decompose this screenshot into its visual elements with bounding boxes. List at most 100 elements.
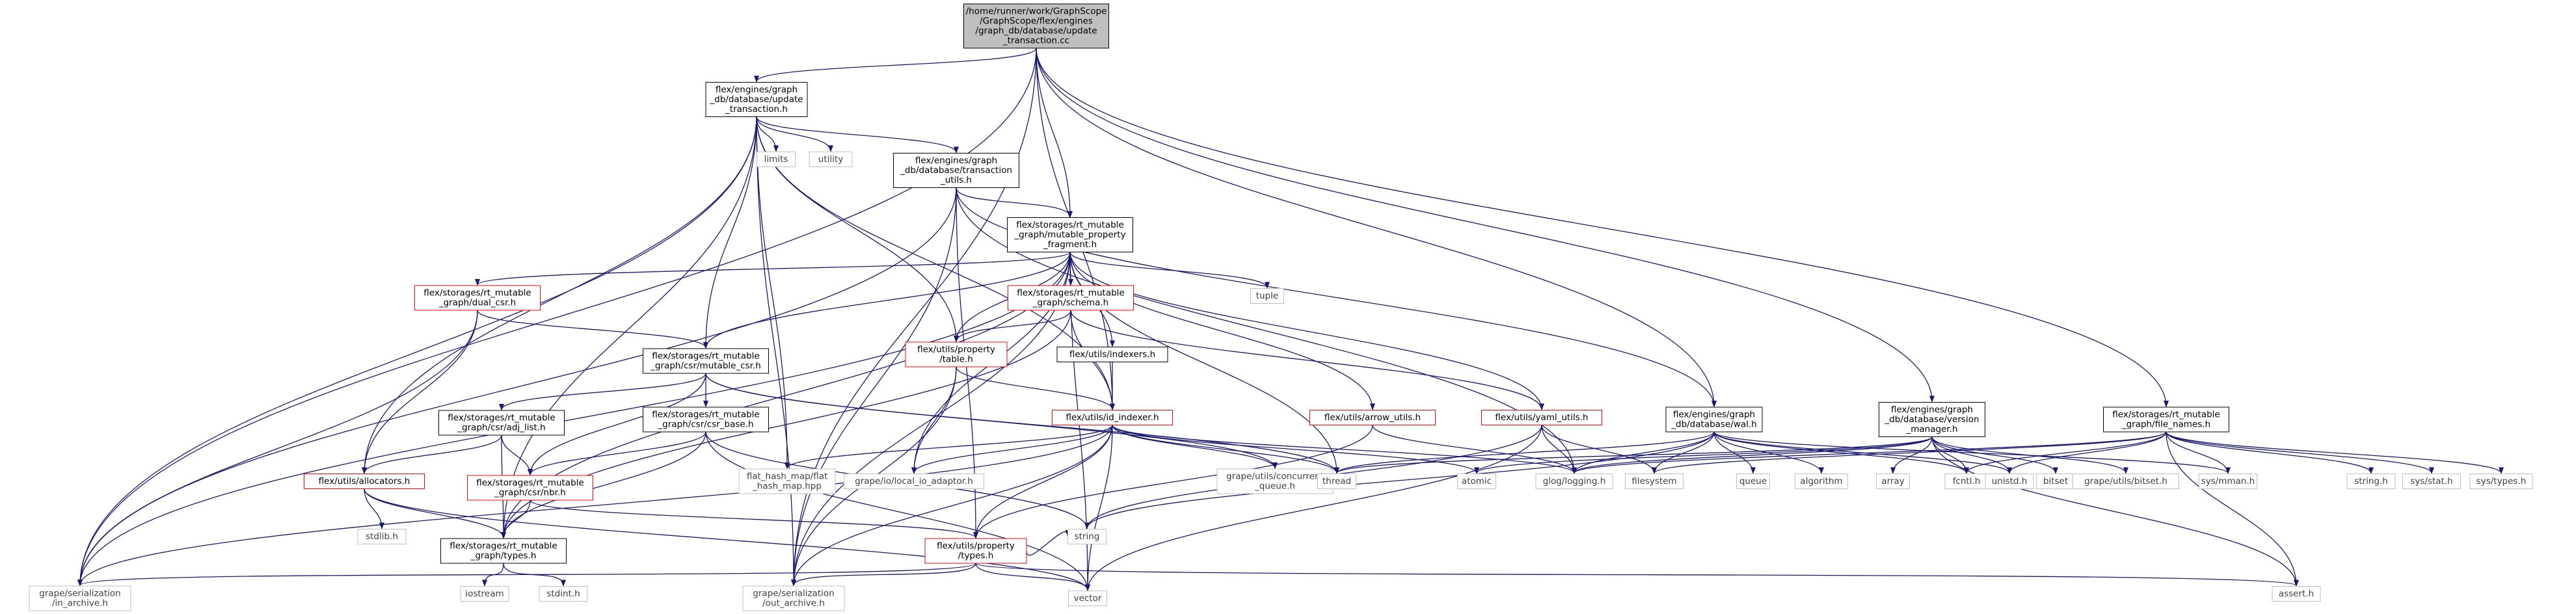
edge-version_mgr-to-atomic xyxy=(1477,436,1933,474)
edge-nbr-to-rt_types xyxy=(503,500,531,538)
node-box-arrow_utils xyxy=(1309,410,1436,425)
node-root[interactable]: /home/runner/work/GraphScope/GraphScope/… xyxy=(963,3,1109,49)
edge-version_mgr-to-bitset xyxy=(1931,436,2056,474)
node-arrow_utils[interactable]: flex/utils/arrow_utils.h xyxy=(1309,410,1436,425)
node-label-mman-line-0: sys/mman.h xyxy=(2201,476,2255,487)
node-version_mgr[interactable]: flex/engines/graph_db/database/version_m… xyxy=(1879,402,1985,437)
node-box-thread xyxy=(1317,474,1356,489)
node-mutable_csr[interactable]: flex/storages/rt_mutable_graph/csr/mutab… xyxy=(643,348,769,374)
node-label-stdint-line-0: stdint.h xyxy=(546,589,580,599)
edge-mpf-to-arrow_utils xyxy=(1069,252,1373,410)
node-label-sys_types-line-0: sys/types.h xyxy=(2476,476,2527,487)
edge-mpf-to-mutable_csr xyxy=(706,252,1071,349)
node-label-schema-line-1: _graph/schema.h xyxy=(1032,298,1108,308)
edge-arrow_utils-to-glog xyxy=(1372,425,1574,474)
node-label-id_indexer-line-0: flex/utils/id_indexer.h xyxy=(1066,412,1159,423)
edge-file_names-to-filesystem xyxy=(1654,431,2167,474)
edge-file_names-to-string_h xyxy=(2166,431,2371,474)
edge-id_indexer-to-in_archive xyxy=(80,425,1113,586)
edge-id_indexer-to-flat_hash_map xyxy=(787,425,1113,469)
node-label-root-line-3: _transaction.cc xyxy=(1002,36,1069,46)
edge-file_names-to-fcntl xyxy=(1966,431,2167,474)
node-update_txn_h[interactable]: flex/engines/graph_db/database/update_tr… xyxy=(705,82,808,117)
node-atomic: atomic xyxy=(1457,474,1496,489)
edge-schema-to-yaml_utils xyxy=(1070,310,1542,410)
node-wal[interactable]: flex/engines/graph_db/database/wal.h xyxy=(1665,407,1763,433)
node-adj_list[interactable]: flex/storages/rt_mutable_graph/csr/adj_l… xyxy=(438,410,565,436)
node-out_archive: grape/serialization/out_archive.h xyxy=(742,585,845,611)
node-label-mpf-line-2: _fragment.h xyxy=(1043,239,1097,250)
edge-root-to-version_mgr xyxy=(1036,47,1932,402)
edge-mpf-to-yaml_utils xyxy=(1069,252,1542,410)
edge-csr_base-to-vector xyxy=(705,431,1088,591)
node-box-vector xyxy=(1068,591,1107,606)
node-label-thread-line-0: thread xyxy=(1322,476,1351,487)
node-rt_types[interactable]: flex/storages/rt_mutable_graph/types.h xyxy=(440,538,567,564)
node-box-dual_csr xyxy=(414,285,541,311)
node-box-out_archive xyxy=(742,585,845,611)
node-yaml_utils[interactable]: flex/utils/yaml_utils.h xyxy=(1481,410,1602,425)
node-nbr[interactable]: flex/storages/rt_mutable_graph/csr/nbr.h xyxy=(467,475,593,501)
edge-nbr-to-prop_types xyxy=(530,500,976,538)
node-box-sys_stat xyxy=(2402,474,2461,489)
node-box-limits xyxy=(757,152,796,167)
node-label-prop_types-line-0: flex/utils/property xyxy=(937,541,1015,552)
node-label-prop_types-line-1: /types.h xyxy=(958,551,994,561)
edge-root-to-wal xyxy=(1036,47,1714,407)
edge-id_indexer-to-vector xyxy=(1088,425,1113,591)
edge-dual_csr-to-mutable_csr xyxy=(477,310,706,348)
edge-prop_types-to-out_archive xyxy=(794,563,976,585)
node-dual_csr[interactable]: flex/storages/rt_mutable_graph/dual_csr.… xyxy=(414,285,541,311)
edge-prop_table-to-id_indexer xyxy=(956,366,1112,410)
node-label-in_archive-line-1: /in_archive.h xyxy=(52,598,108,609)
node-mpf[interactable]: flex/storages/rt_mutable_graph/mutable_p… xyxy=(1007,217,1133,252)
node-fcntl: fcntl.h xyxy=(1944,474,1989,489)
node-box-tuple xyxy=(1250,288,1284,304)
node-stdlib: stdlib.h xyxy=(357,529,407,544)
edge-prop_types-to-string xyxy=(1026,532,1068,556)
edge-mutable_csr-to-nbr xyxy=(530,373,706,475)
node-stdint: stdint.h xyxy=(539,586,588,602)
node-box-string xyxy=(1067,529,1107,544)
node-flat_hash_map: flat_hash_map/flat_hash_map.hpp xyxy=(738,468,836,494)
node-file_names[interactable]: flex/storages/rt_mutable_graph/file_name… xyxy=(2103,407,2229,433)
node-box-utility xyxy=(809,152,853,167)
edge-txn_utils-to-in_archive xyxy=(80,187,957,586)
edge-wal-to-queue xyxy=(1713,431,1753,474)
node-glog: glog/logging.h xyxy=(1535,474,1613,489)
node-label-flat_hash_map-line-1: _hash_map.hpp xyxy=(752,481,822,492)
edge-version_mgr-to-grape_bitset xyxy=(1931,436,2126,474)
edge-version_mgr-to-assert xyxy=(1931,436,2296,586)
edge-file_names-to-assert xyxy=(2166,431,2296,586)
edge-update_txn_h-to-utility xyxy=(756,116,831,152)
node-box-sys_types xyxy=(2469,474,2533,489)
node-label-allocators-line-0: flex/utils/allocators.h xyxy=(319,476,410,487)
node-label-out_archive-line-0: grape/serialization xyxy=(753,589,834,599)
node-box-root xyxy=(963,3,1109,49)
edge-update_txn_h-to-mutable_csr xyxy=(706,116,757,349)
node-box-file_names xyxy=(2103,407,2229,433)
node-sys_types: sys/types.h xyxy=(2469,474,2533,489)
node-allocators[interactable]: flex/utils/allocators.h xyxy=(304,474,425,489)
node-label-vector-line-0: vector xyxy=(1074,593,1102,604)
node-id_indexer[interactable]: flex/utils/id_indexer.h xyxy=(1052,410,1173,425)
node-schema[interactable]: flex/storages/rt_mutable_graph/schema.h xyxy=(1008,285,1134,311)
node-txn_utils[interactable]: flex/engines/graph_db/database/transacti… xyxy=(893,153,1019,188)
edge-id_indexer-to-prop_types xyxy=(976,425,1113,539)
node-label-csr_base-line-1: _graph/csr/csr_base.h xyxy=(657,420,753,430)
edge-mutable_csr-to-adj_list xyxy=(502,373,706,410)
node-indexers[interactable]: flex/utils/indexers.h xyxy=(1056,347,1168,362)
node-csr_base[interactable]: flex/storages/rt_mutable_graph/csr/csr_b… xyxy=(643,407,769,433)
node-label-concurrent_queue-line-0: grape/utils/concurrent xyxy=(1226,472,1324,482)
node-concurrent_queue: grape/utils/concurrent_queue.h xyxy=(1216,468,1334,494)
node-box-filesystem xyxy=(1625,474,1684,489)
node-label-utility-line-0: utility xyxy=(818,154,843,165)
node-label-string_h-line-0: string.h xyxy=(2354,476,2388,487)
node-box-schema xyxy=(1008,285,1134,311)
node-box-grape_bitset xyxy=(2073,474,2179,489)
node-prop_table[interactable]: flex/utils/property/table.h xyxy=(905,341,1008,367)
node-prop_types[interactable]: flex/utils/property/types.h xyxy=(924,538,1027,564)
edge-adj_list-to-allocators xyxy=(364,434,502,474)
node-box-algorithm xyxy=(1795,474,1848,489)
node-label-nbr-line-0: flex/storages/rt_mutable xyxy=(476,478,584,488)
